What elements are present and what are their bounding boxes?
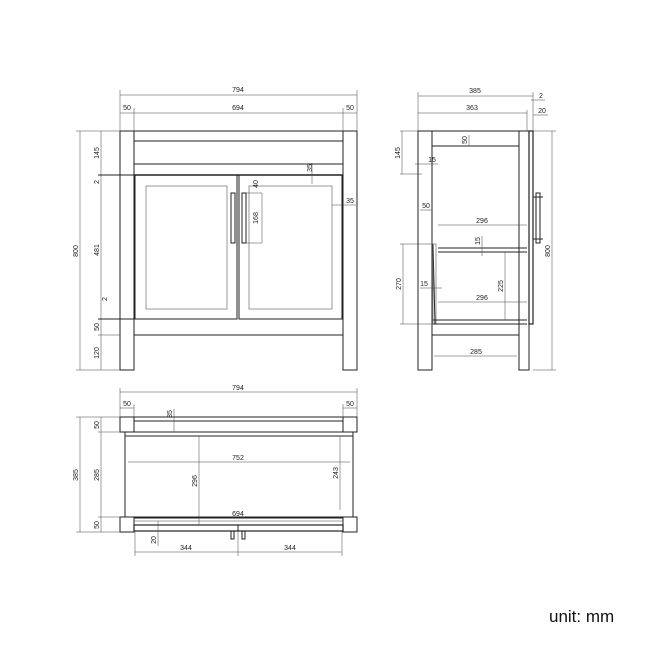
dim-front-gap-bottom: 2 [102,297,109,301]
dim-front-handle-length: 168 [253,212,260,224]
dim-front-height-total: 800 [73,245,80,257]
dim-front-bottom-rail: 50 [94,323,101,331]
dim-side-door-gap: 2 [539,93,543,100]
left-door [134,174,238,320]
dim-side-top-rail-depth: 50 [462,136,469,144]
dim-top-door-right: 344 [284,545,296,552]
dim-side-panel-thickness: 15 [428,157,436,164]
dim-front-leg-left: 50 [123,105,131,112]
top-handle-right [241,530,246,540]
dim-side-bottom-panel-thickness: 15 [420,281,428,288]
dim-side-shelf-depth-top: 296 [476,218,488,225]
right-door [238,174,343,320]
side-view: 385 2 363 20 145 50 15 50 296 15 270 15 … [395,88,556,371]
dim-top-leg-front: 50 [94,421,101,429]
dim-front-door-rail: 35 [307,164,314,172]
dim-top-leg-left: 50 [123,401,131,408]
dim-front-gap-top: 2 [94,180,101,184]
dim-side-base-depth: 285 [470,349,482,356]
dim-front-handle-offset: 40 [253,180,260,188]
dim-top-door-left: 344 [180,545,192,552]
dim-top-inner-width: 752 [232,455,244,462]
dim-front-door-stile: 35 [346,198,354,205]
dim-side-shelf-depth-bottom: 296 [476,295,488,302]
dim-front-leg-right: 50 [346,105,354,112]
dim-front-width-total: 794 [232,87,244,94]
dim-side-top-rail: 145 [395,147,402,159]
top-handle-left [230,530,235,540]
left-handle [230,192,236,244]
unit-label: unit: mm [549,607,615,626]
side-handle [535,192,541,244]
dim-top-door-width: 694 [232,511,244,518]
dim-front-inner-width: 694 [232,105,244,112]
top-view: 794 50 50 35 385 50 285 50 752 296 243 6… [73,385,358,556]
dim-side-door-thickness: 20 [538,108,546,115]
dim-side-height-total: 800 [545,245,552,257]
dim-top-width-total: 794 [232,385,244,392]
dim-side-depth-total: 385 [469,88,481,95]
dim-top-side-depth: 243 [333,467,340,479]
front-view: 794 50 694 50 800 145 2 481 2 50 120 35 … [73,87,358,371]
dim-top-rail-depth: 35 [167,410,174,418]
dim-top-leg-back: 50 [94,521,101,529]
dim-side-back-panel-height: 270 [396,278,403,290]
dim-top-door-thickness: 20 [151,536,158,544]
dim-side-shelf-gap: 225 [498,280,505,292]
right-handle [241,192,247,244]
dim-side-leg-width: 50 [422,203,430,210]
dim-side-shelf-thickness: 15 [475,237,482,245]
dim-top-leg-right: 50 [346,401,354,408]
dim-top-inner-depth: 285 [94,469,101,481]
dim-front-top-rail: 145 [94,147,101,159]
dim-top-shelf-depth: 296 [192,475,199,487]
dim-side-depth-carcass: 363 [466,105,478,112]
dim-front-door-height: 481 [94,244,101,256]
dim-front-leg-height: 120 [94,347,101,359]
dim-top-depth-total: 385 [73,469,80,481]
